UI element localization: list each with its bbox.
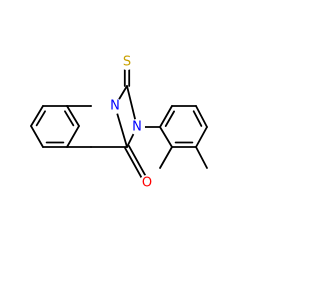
- bond-methyl-2: [195, 146, 208, 169]
- bond-layer: [30, 61, 208, 185]
- bond-benzo-6: [30, 125, 44, 148]
- ring-nitrogen-n1-background: [107, 98, 123, 114]
- ring-nitrogen-n2-background: [129, 119, 145, 135]
- bond-methyl-1: [159, 146, 173, 169]
- bond-aryl-1-double: [164, 110, 176, 127]
- ring-nitrogen-n1-label: N: [110, 99, 120, 114]
- bond-benzo-1: [30, 105, 44, 127]
- bond-benzo-1-double: [35, 110, 46, 127]
- bond-aryl-3: [195, 105, 208, 128]
- thione-sulfur-label: S: [123, 55, 131, 70]
- bond-benzo-3: [66, 105, 80, 127]
- bond-benzo-4: [66, 125, 80, 148]
- atom-label-layer: NN S O: [107, 54, 155, 191]
- ring-nitrogen-n2-label: N: [132, 120, 142, 135]
- bond-benzo-3-double: [64, 110, 75, 127]
- carbonyl-oxygen-label: O: [142, 176, 152, 191]
- bond-aryl-4: [195, 126, 208, 148]
- bond-aryl-1: [159, 105, 173, 128]
- carbonyl-oxygen-background: [139, 175, 155, 191]
- bond-aryl-3-double: [192, 110, 203, 127]
- molecule-structure-diagram: NN S O: [30, 54, 208, 191]
- bond-aryl-6: [159, 126, 173, 148]
- thione-sulfur-background: [119, 54, 135, 70]
